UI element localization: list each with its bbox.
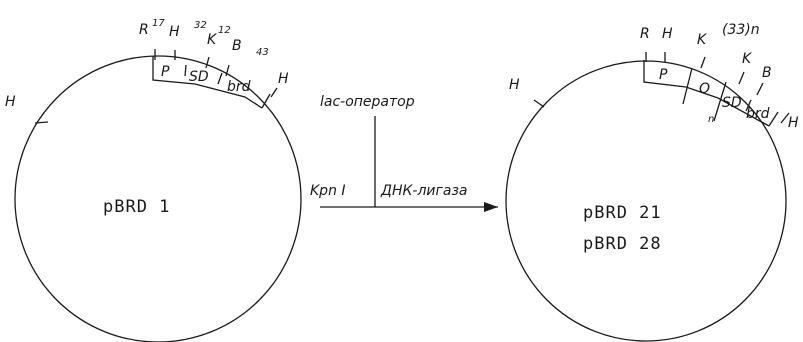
left-site-h-left: H	[5, 94, 16, 110]
left-plasmid: R 17 H 32 K 12 B 43 H H P SD brd pBRD 1	[5, 18, 302, 342]
left-segment-p: P	[161, 64, 170, 80]
right-plasmid-name-2: pBRD 28	[583, 234, 662, 254]
left-site-r-number: 17	[152, 18, 165, 29]
left-segment-divider-p-sd	[184, 64, 187, 77]
right-segment-divider-p-o	[682, 67, 693, 105]
right-site-h1: H	[662, 26, 673, 42]
right-tick-k2	[738, 71, 745, 85]
reaction-arrow: lac-оператор Kpn I ДНК-лигаза	[310, 94, 498, 212]
left-site-k-number: 12	[218, 25, 231, 36]
right-insert-band-end	[768, 111, 779, 127]
reaction-arrow-head	[484, 202, 498, 212]
lac-operator-label: lac-оператор	[320, 94, 415, 110]
right-segment-sd: SD	[722, 95, 742, 111]
right-segment-brd: brd	[746, 106, 770, 122]
left-insert-band	[152, 56, 263, 109]
right-segment-divider-o-sd	[713, 81, 727, 122]
left-insert-band-end	[261, 93, 271, 109]
left-segment-divider-sd-brd	[217, 72, 223, 85]
right-site-k1: K	[697, 32, 708, 48]
right-plasmid-name-1: pBRD 21	[583, 203, 662, 223]
right-site-k2: K	[742, 51, 753, 67]
right-segment-n: n	[708, 114, 714, 125]
left-tick-h2	[270, 87, 278, 98]
left-site-h1-number: 32	[194, 20, 207, 31]
right-site-h-left: H	[509, 77, 520, 93]
enzyme-label: Kpn I	[310, 183, 346, 199]
right-tick-k1	[700, 56, 706, 69]
left-segment-sd: SD	[189, 69, 209, 85]
right-plasmid-circle	[505, 60, 787, 342]
ligase-label: ДНК-лигаза	[380, 183, 467, 199]
right-site-repeat: (33)n	[722, 22, 760, 38]
left-site-h1: H	[169, 24, 180, 40]
left-site-r: R	[139, 22, 149, 38]
right-site-r: R	[640, 26, 650, 42]
left-tick-k	[205, 56, 210, 69]
right-site-h2: H	[788, 115, 799, 131]
right-plasmid: R H K (33)n K B H H P O n SD brd pBRD 21…	[505, 22, 799, 342]
right-insert-band	[643, 60, 770, 127]
left-tick-h-left	[34, 121, 49, 124]
right-segment-divider-sd-brd	[745, 99, 752, 112]
left-tick-b	[225, 64, 230, 77]
right-site-b: B	[762, 65, 772, 81]
right-tick-h-left	[533, 99, 545, 108]
left-site-k: K	[207, 32, 218, 48]
left-site-b: B	[232, 38, 242, 54]
right-segment-p: P	[659, 67, 668, 83]
left-plasmid-circle	[14, 55, 302, 342]
left-plasmid-name: pBRD 1	[103, 197, 170, 217]
right-tick-b	[756, 82, 764, 96]
left-segment-brd: brd	[227, 79, 251, 95]
right-segment-o: O	[699, 81, 710, 97]
left-site-b-number: 43	[256, 47, 269, 58]
right-tick-h2	[780, 112, 790, 124]
left-site-h2: H	[278, 71, 289, 87]
